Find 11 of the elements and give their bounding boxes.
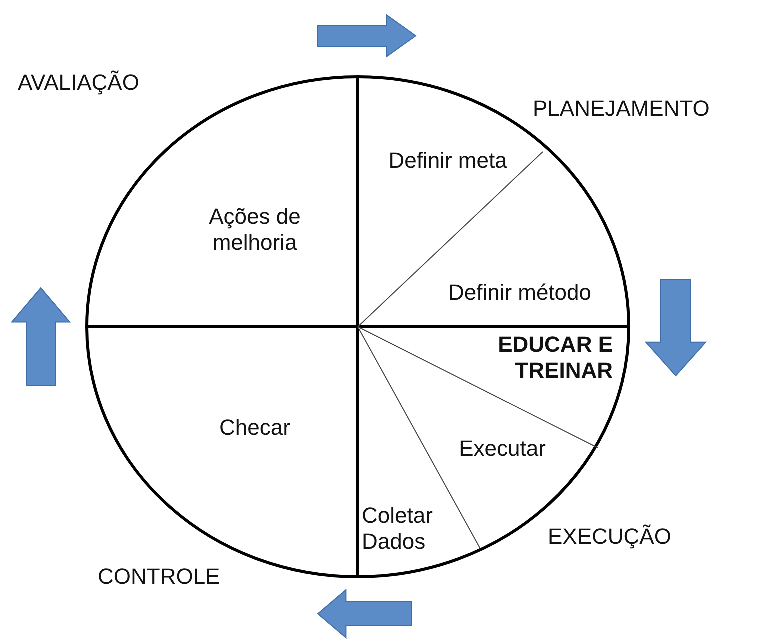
sector-label: EDUCAR E TREINAR [448,332,613,384]
sector-label: Coletar Dados [362,503,462,555]
sector-label: Definir meta [368,148,528,174]
phase-label: CONTROLE [98,564,220,590]
sector-label: Ações de melhoria [175,204,335,256]
phase-label: PLANEJAMENTO [533,96,710,122]
sector-label: Definir método [425,280,615,306]
sector-label: Executar [440,436,565,462]
phase-label: AVALIAÇÃO [18,70,140,96]
sector-label: Checar [190,415,320,441]
phase-label: EXECUÇÃO [548,524,672,550]
